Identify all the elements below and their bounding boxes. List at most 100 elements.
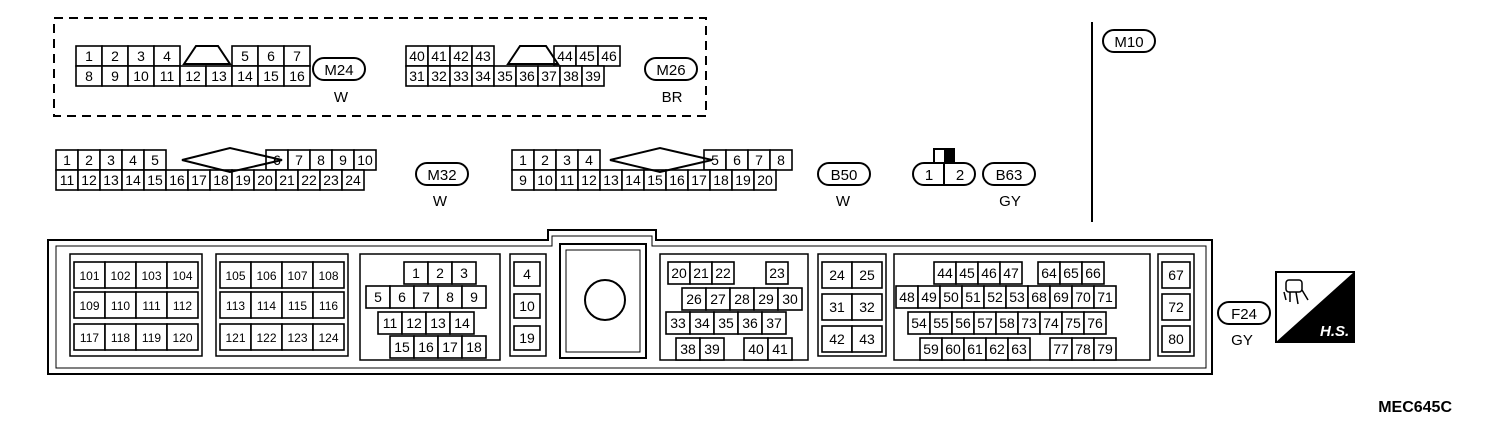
ecm-pin-124: 124 xyxy=(318,331,338,345)
b50-pin-20: 20 xyxy=(757,172,773,188)
ecm-pin-111: 111 xyxy=(142,299,161,313)
b50-pin-2: 2 xyxy=(541,152,549,168)
ecm-pin-32-cell xyxy=(851,293,883,321)
ecm-pin-41-cell xyxy=(767,337,793,361)
ecm-pin-48: 48 xyxy=(899,289,915,305)
ecm-pin-39-cell xyxy=(699,337,725,361)
connector-b63: 1 2 B63 GY xyxy=(912,148,1036,210)
ecm-pin-58: 58 xyxy=(999,315,1015,331)
m32-pin-13: 13 xyxy=(103,172,119,188)
ecm-pin-116-cell xyxy=(312,291,345,319)
ecm-pin-10-cell xyxy=(513,293,541,319)
m26-pin-45: 45 xyxy=(579,48,595,64)
m32-pin-5: 5 xyxy=(151,152,159,168)
ecm-pin-43-cell xyxy=(851,325,883,353)
ecm-pin-1: 1 xyxy=(412,265,420,281)
ecm-pin-8: 8 xyxy=(446,289,454,305)
m32-pin-21: 21 xyxy=(279,172,295,188)
ecm-pin-9: 9 xyxy=(470,289,478,305)
ecm-pin-63-cell xyxy=(1007,337,1031,361)
ecm-pin-107: 107 xyxy=(287,269,307,283)
ecm-pin-60: 60 xyxy=(945,341,961,357)
connector-m26-id: M26 xyxy=(656,62,685,79)
m24-pin-4: 4 xyxy=(163,48,171,64)
ecm-pin-24-cell xyxy=(821,261,853,289)
b50-pin-19: 19 xyxy=(735,172,751,188)
ecm-pin-37: 37 xyxy=(766,315,782,331)
connector-b50-id: B50 xyxy=(831,167,858,184)
ecm-pin-113-cell xyxy=(219,291,252,319)
ecm-pin-16: 16 xyxy=(418,339,434,355)
ecm-pin-39: 39 xyxy=(704,341,720,357)
m32-pin-7: 7 xyxy=(295,152,303,168)
ecm-pin-44: 44 xyxy=(937,265,953,281)
ecm-pin-101: 101 xyxy=(79,269,99,283)
m26-pin-46-cell xyxy=(597,45,621,67)
b50-pin-7: 7 xyxy=(755,152,763,168)
ecm-pin-11: 11 xyxy=(383,315,398,331)
connector-m32-key xyxy=(181,146,283,174)
ecm-pin-3-cell xyxy=(451,261,477,285)
connector-m26-key xyxy=(506,45,560,65)
connector-b63-pin-2: 2 xyxy=(956,167,964,184)
m32-pin-24-cell xyxy=(341,169,365,191)
ecm-pin-71-cell xyxy=(1093,285,1117,309)
connector-f24-cavity-2 xyxy=(215,253,349,357)
connector-f24-cavity-4 xyxy=(509,253,547,357)
ecm-pin-25: 25 xyxy=(859,267,875,283)
ecm-pin-5: 5 xyxy=(374,289,382,305)
m26-pin-40: 40 xyxy=(409,48,425,64)
ecm-pin-41: 41 xyxy=(772,341,788,357)
connector-m24-id: M24 xyxy=(324,62,353,79)
m24-pin-1: 1 xyxy=(85,48,93,64)
ecm-pin-67: 67 xyxy=(1168,267,1184,283)
ecm-pin-30-cell xyxy=(777,287,803,311)
ecm-pin-9-cell xyxy=(461,285,487,309)
ecm-pin-121-cell xyxy=(219,323,252,351)
b50-pin-18: 18 xyxy=(713,172,729,188)
ecm-pin-123: 123 xyxy=(287,331,307,345)
m24-pin-3: 3 xyxy=(137,48,145,64)
m24-pin-2: 2 xyxy=(111,48,119,64)
b50-pin-12: 12 xyxy=(581,172,597,188)
connector-f24-guide-block xyxy=(559,243,647,359)
b50-pin-13: 13 xyxy=(603,172,619,188)
ecm-pin-10: 10 xyxy=(519,298,535,314)
m24-pin-13: 13 xyxy=(211,68,227,84)
b50-pin-15: 15 xyxy=(647,172,663,188)
ecm-pin-42-cell xyxy=(821,325,853,353)
figure-code: MEC645C xyxy=(1378,399,1452,416)
connector-hand-icon xyxy=(1283,279,1309,305)
ecm-pin-115: 115 xyxy=(288,299,307,313)
m26-pin-46: 46 xyxy=(601,48,617,64)
ecm-pin-49: 49 xyxy=(921,289,937,305)
connector-m10: M10 xyxy=(1102,29,1156,53)
connector-f24-guide-inner xyxy=(565,249,641,353)
m32-pin-18: 18 xyxy=(213,172,229,188)
ecm-pin-62: 62 xyxy=(989,341,1005,357)
ecm-pin-23-cell xyxy=(765,261,789,285)
ecm-pin-79-cell xyxy=(1093,337,1117,361)
ecm-pin-64: 64 xyxy=(1041,265,1057,281)
ecm-pin-76: 76 xyxy=(1087,315,1103,331)
m32-pin-6: 6 xyxy=(273,152,281,168)
ecm-pin-22: 22 xyxy=(715,265,731,281)
connector-m32-color: W xyxy=(433,193,448,210)
m26-pin-35: 35 xyxy=(497,68,513,84)
ecm-pin-18: 18 xyxy=(466,339,482,355)
harness-side-badge: H.S. xyxy=(1275,271,1355,343)
ecm-pin-31: 31 xyxy=(829,299,845,315)
m32-pin-8: 8 xyxy=(317,152,325,168)
connector-m26-color: BR xyxy=(662,89,683,106)
ecm-pin-54: 54 xyxy=(911,315,927,331)
m24-pin-16: 16 xyxy=(289,68,305,84)
m26-pin-38: 38 xyxy=(563,68,579,84)
connector-f24-housing xyxy=(47,229,1213,375)
ecm-pin-77: 77 xyxy=(1053,341,1069,357)
ecm-pin-108-cell xyxy=(312,261,345,289)
m32-pin-3: 3 xyxy=(107,152,115,168)
ecm-pin-110-cell xyxy=(104,291,137,319)
